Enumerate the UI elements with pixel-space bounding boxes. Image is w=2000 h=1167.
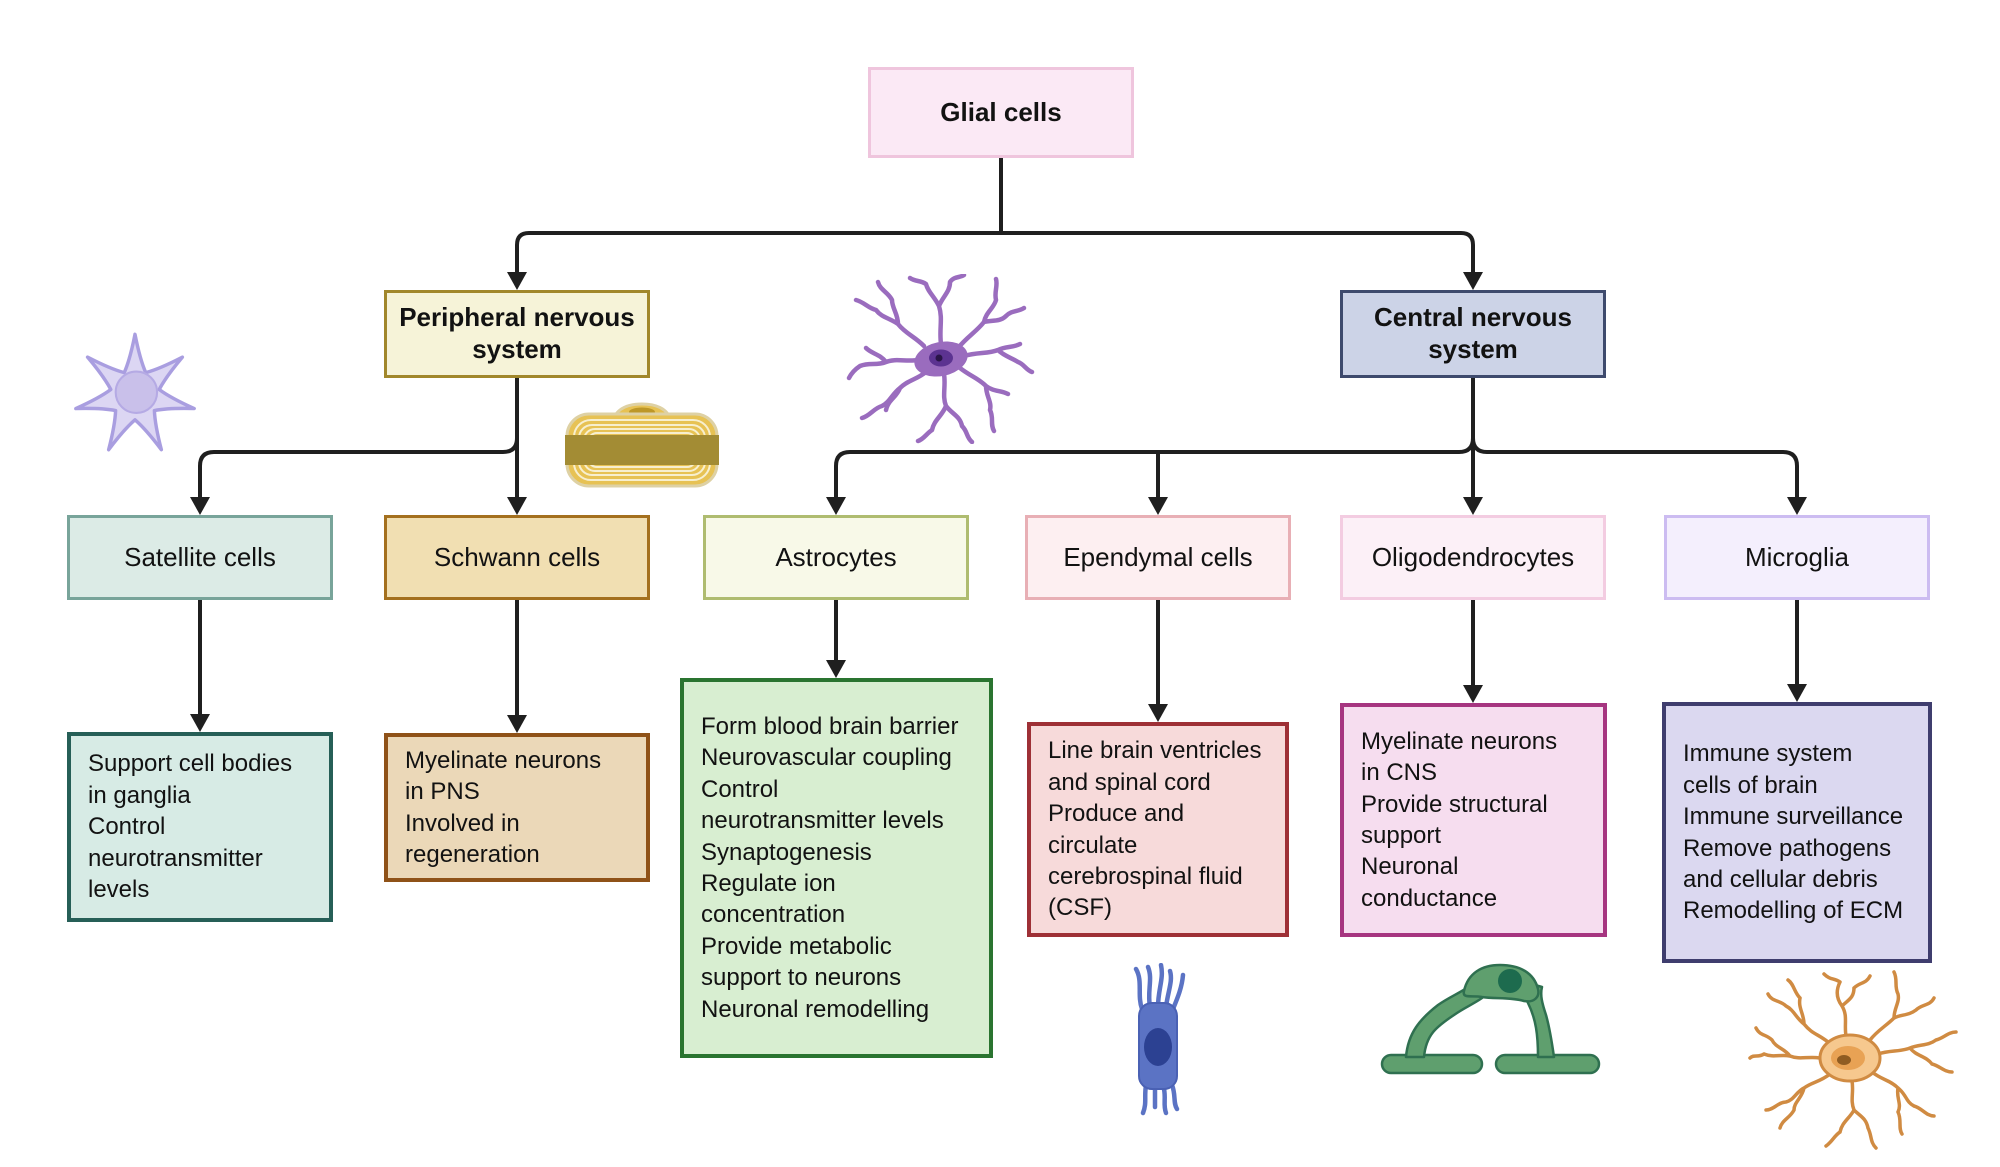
- node-oligodendrocytes: Oligodendrocytes: [1340, 515, 1606, 600]
- node-pns-label: Peripheral nervous system: [399, 302, 635, 364]
- node-glial-cells-label: Glial cells: [940, 96, 1062, 127]
- node-peripheral-nervous-system: Peripheral nervous system: [384, 290, 650, 378]
- connector-cns-astro: [834, 437, 1475, 499]
- satellite-cell-icon: [74, 332, 196, 452]
- microglia-functions: Immune system cells of brain Immune surv…: [1683, 740, 1904, 925]
- oligodendrocyte-cell-icon: [1380, 963, 1601, 1075]
- desc-satellite-cells: Support cell bodies in ganglia Control n…: [67, 732, 333, 922]
- microglia-cell-icon: [1748, 970, 1958, 1150]
- astrocytes-label: Astrocytes: [775, 541, 897, 572]
- desc-ependymal-cells: Line brain ventricles and spinal cord Pr…: [1027, 722, 1289, 937]
- schwann-cells-functions: Myelinate neurons in PNS Involved in reg…: [405, 746, 602, 868]
- ependymal-cell-icon: [1133, 963, 1186, 1116]
- myelin-sheath-schwann-cell-icon: [565, 402, 719, 488]
- connector-root-split: [515, 231, 1475, 276]
- node-ependymal-cells: Ependymal cells: [1025, 515, 1291, 600]
- oligodendrocytes-label: Oligodendrocytes: [1371, 541, 1575, 572]
- desc-microglia: Immune system cells of brain Immune surv…: [1662, 702, 1932, 963]
- node-cns-label: Central nervous system: [1374, 302, 1572, 364]
- microglia-label: Microglia: [1744, 541, 1850, 572]
- ependymal-cells-functions: Line brain ventricles and spinal cord Pr…: [1048, 737, 1262, 922]
- node-schwann-cells: Schwann cells: [384, 515, 650, 600]
- arrowheads: [190, 272, 1807, 733]
- connector-pns-satellite: [198, 437, 519, 499]
- astrocyte-cell-icon: [846, 274, 1035, 444]
- desc-schwann-cells: Myelinate neurons in PNS Involved in reg…: [384, 733, 650, 882]
- connector-cns-microglia: [1471, 437, 1799, 499]
- schwann-cells-label: Schwann cells: [433, 541, 601, 572]
- node-glial-cells: Glial cells: [868, 67, 1134, 158]
- node-microglia: Microglia: [1664, 515, 1930, 600]
- ependymal-cells-label: Ependymal cells: [1063, 541, 1253, 572]
- oligodendrocytes-functions: Myelinate neurons in CNS Provide structu…: [1361, 727, 1558, 912]
- satellite-cells-label: Satellite cells: [124, 541, 276, 572]
- astrocytes-functions: Form blood brain barrier Neurovascular c…: [701, 712, 959, 1023]
- desc-astrocytes: Form blood brain barrier Neurovascular c…: [680, 678, 993, 1058]
- node-central-nervous-system: Central nervous system: [1340, 290, 1606, 378]
- satellite-cells-functions: Support cell bodies in ganglia Control n…: [88, 750, 293, 904]
- node-astrocytes: Astrocytes: [703, 515, 969, 600]
- node-satellite-cells: Satellite cells: [67, 515, 333, 600]
- desc-oligodendrocytes: Myelinate neurons in CNS Provide structu…: [1340, 703, 1607, 937]
